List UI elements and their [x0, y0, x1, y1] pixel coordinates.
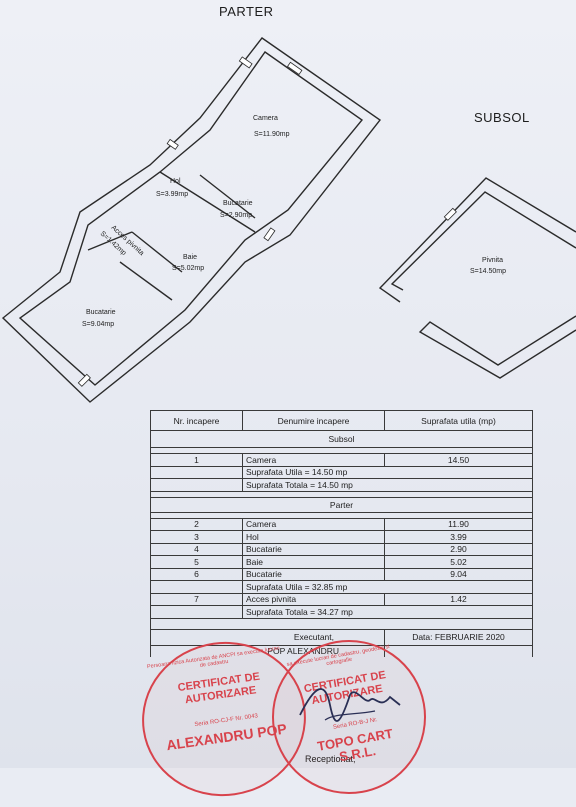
row-name: Bucatarie — [242, 542, 385, 556]
room-camera-name: Camera — [253, 115, 278, 122]
row-name: Camera — [242, 453, 385, 467]
row-nr: 1 — [150, 453, 243, 467]
room-pivnita-name: Pivnita — [482, 257, 503, 264]
section-subsol: Subsol — [150, 430, 533, 448]
spacer-row — [150, 617, 533, 630]
table-row: 2 Camera 11.90 — [150, 517, 533, 531]
room-bucatarie-small-name: Bucatarie — [223, 200, 253, 207]
signature-icon — [299, 688, 401, 722]
spacer-row — [150, 447, 533, 454]
parter-walls — [1, 37, 382, 403]
subsol-heading: SUBSOL — [474, 110, 530, 125]
row-nr: 4 — [150, 542, 243, 556]
parter-total: Suprafata Totala = 34.27 mp — [242, 605, 533, 619]
row-name: Camera — [242, 517, 385, 531]
table-row: 6 Bucatarie 9.04 — [150, 567, 533, 581]
receptionat-label: Receptionat, — [305, 754, 356, 764]
row-name: Bucatarie — [242, 567, 385, 581]
room-camera-area: S=11.90mp — [254, 131, 290, 138]
header-nr: Nr. incapere — [150, 410, 243, 431]
room-bucatarie-small-area: S=2.90mp — [220, 212, 252, 219]
row-nr: 2 — [150, 517, 243, 531]
table-row: 4 Bucatarie 2.90 — [150, 542, 533, 556]
room-baie-area: S=5.02mp — [172, 265, 204, 272]
row-nr: 7 — [150, 592, 243, 606]
row-name: Baie — [242, 555, 385, 569]
room-baie-name: Baie — [183, 254, 197, 261]
section-parter: Parter — [150, 496, 533, 513]
subsol-walls — [378, 177, 576, 379]
room-bucatarie-large-name: Bucatarie — [86, 309, 116, 316]
subsol-util: Suprafata Utila = 14.50 mp — [242, 465, 533, 479]
parter-util: Suprafata Utila = 32.85 mp — [242, 580, 533, 594]
row-name: Acces pivnita — [242, 592, 385, 606]
table-row: 5 Baie 5.02 — [150, 555, 533, 569]
row-area: 3.99 — [384, 530, 533, 544]
row-area: 1.42 — [384, 592, 533, 606]
spacer-row — [150, 511, 533, 519]
row-area: 2.90 — [384, 542, 533, 556]
subsol-total: Suprafata Totala = 14.50 mp — [242, 478, 533, 492]
row-name: Hol — [242, 530, 385, 544]
header-suprafata: Suprafata utila (mp) — [384, 410, 533, 431]
rooms-table: Nr. incapere Denumire incapere Suprafata… — [150, 410, 533, 657]
room-pivnita-area: S=14.50mp — [470, 268, 506, 275]
row-area: 14.50 — [384, 453, 533, 467]
row-nr: 5 — [150, 555, 243, 569]
table-row: 7 Acces pivnita 1.42 — [150, 592, 533, 606]
header-denumire: Denumire incapere — [242, 410, 385, 431]
parter-heading: PARTER — [219, 4, 274, 19]
room-bucatarie-large-area: S=9.04mp — [82, 321, 114, 328]
table-row: 1 Camera 14.50 — [150, 453, 533, 467]
floor-plan: Camera S=11.90mp Hol S=3.99mp Bucatarie … — [1, 37, 576, 403]
date-cell: Data: FEBRUARIE 2020 — [384, 628, 533, 646]
row-area: 11.90 — [384, 517, 533, 531]
table-row: 3 Hol 3.99 — [150, 530, 533, 544]
stamp-left-title: CERTIFICAT DE AUTORIZARE — [176, 670, 261, 707]
room-hol-area: S=3.99mp — [156, 191, 188, 198]
room-hol-name: Hol — [170, 178, 181, 185]
row-nr: 6 — [150, 567, 243, 581]
row-nr: 3 — [150, 530, 243, 544]
row-area: 5.02 — [384, 555, 533, 569]
table-header-row: Nr. incapere Denumire incapere Suprafata… — [150, 410, 533, 431]
row-area: 9.04 — [384, 567, 533, 581]
